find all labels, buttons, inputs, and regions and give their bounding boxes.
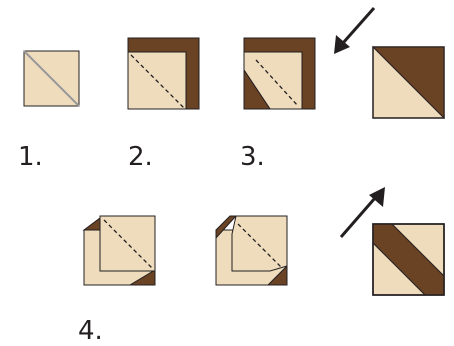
step4b-dark-strip-bottom xyxy=(266,264,288,286)
result-half-square-triangle xyxy=(371,46,445,120)
step-1-label: 1. xyxy=(18,142,43,172)
step2-stitch-line xyxy=(130,54,185,109)
result-a-dark-triangle xyxy=(371,46,445,120)
step3-dark-corner xyxy=(243,68,271,110)
step1-diagonal-line xyxy=(23,50,80,107)
step4b-stitch-line xyxy=(237,223,283,269)
step4b-front-light-piece xyxy=(231,215,288,272)
step1-square xyxy=(23,50,80,107)
step4-offset-squares xyxy=(82,215,156,286)
step-2-label: 2. xyxy=(128,142,153,172)
step-3-label: 3. xyxy=(240,142,265,172)
arrow-down-left-icon xyxy=(334,7,376,54)
step4a-dark-strip-bottom xyxy=(128,269,156,286)
step3-folded-light-piece xyxy=(243,51,303,110)
result-b-outline xyxy=(372,223,445,296)
step4a-stitch-line xyxy=(103,219,153,269)
step2-layered-squares xyxy=(127,37,200,110)
step4a-dark-strip-top xyxy=(82,217,101,231)
step4-trimmed-squares xyxy=(215,215,288,286)
step3-stitch-line xyxy=(255,59,299,107)
arrow-up-right-icon xyxy=(339,187,385,238)
step4a-front-light-square xyxy=(99,215,156,272)
step-4-label: 4. xyxy=(78,316,103,346)
step3-trimmed-squares xyxy=(243,37,316,110)
result-diagonal-stripe-square xyxy=(372,223,445,296)
